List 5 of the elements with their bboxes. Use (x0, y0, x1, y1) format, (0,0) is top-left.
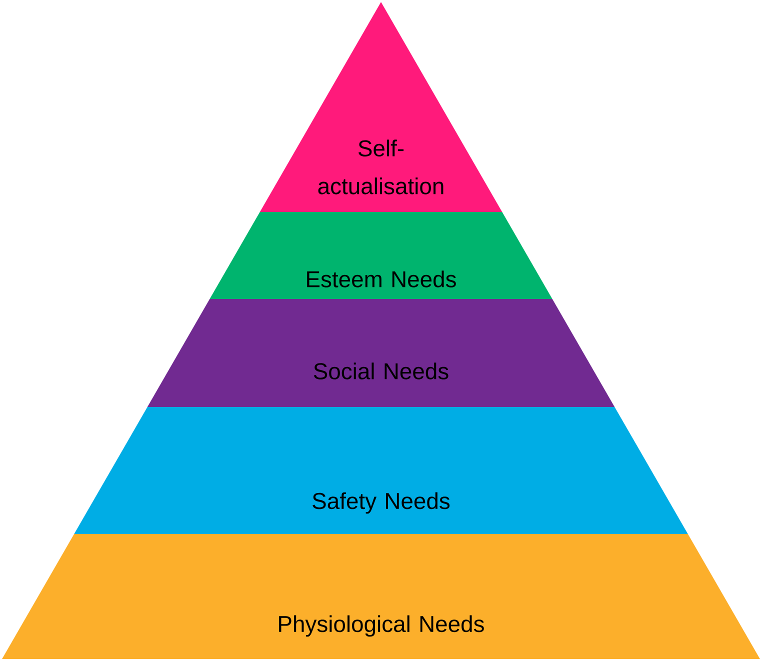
pyramid-band: Self-actualisation (260, 2, 502, 212)
pyramid-band: Social Needs (147, 299, 615, 407)
pyramid-band: Esteem Needs (210, 212, 552, 299)
pyramid-band: Physiological Needs (2, 534, 760, 659)
pyramid-band: Safety Needs (74, 407, 688, 534)
